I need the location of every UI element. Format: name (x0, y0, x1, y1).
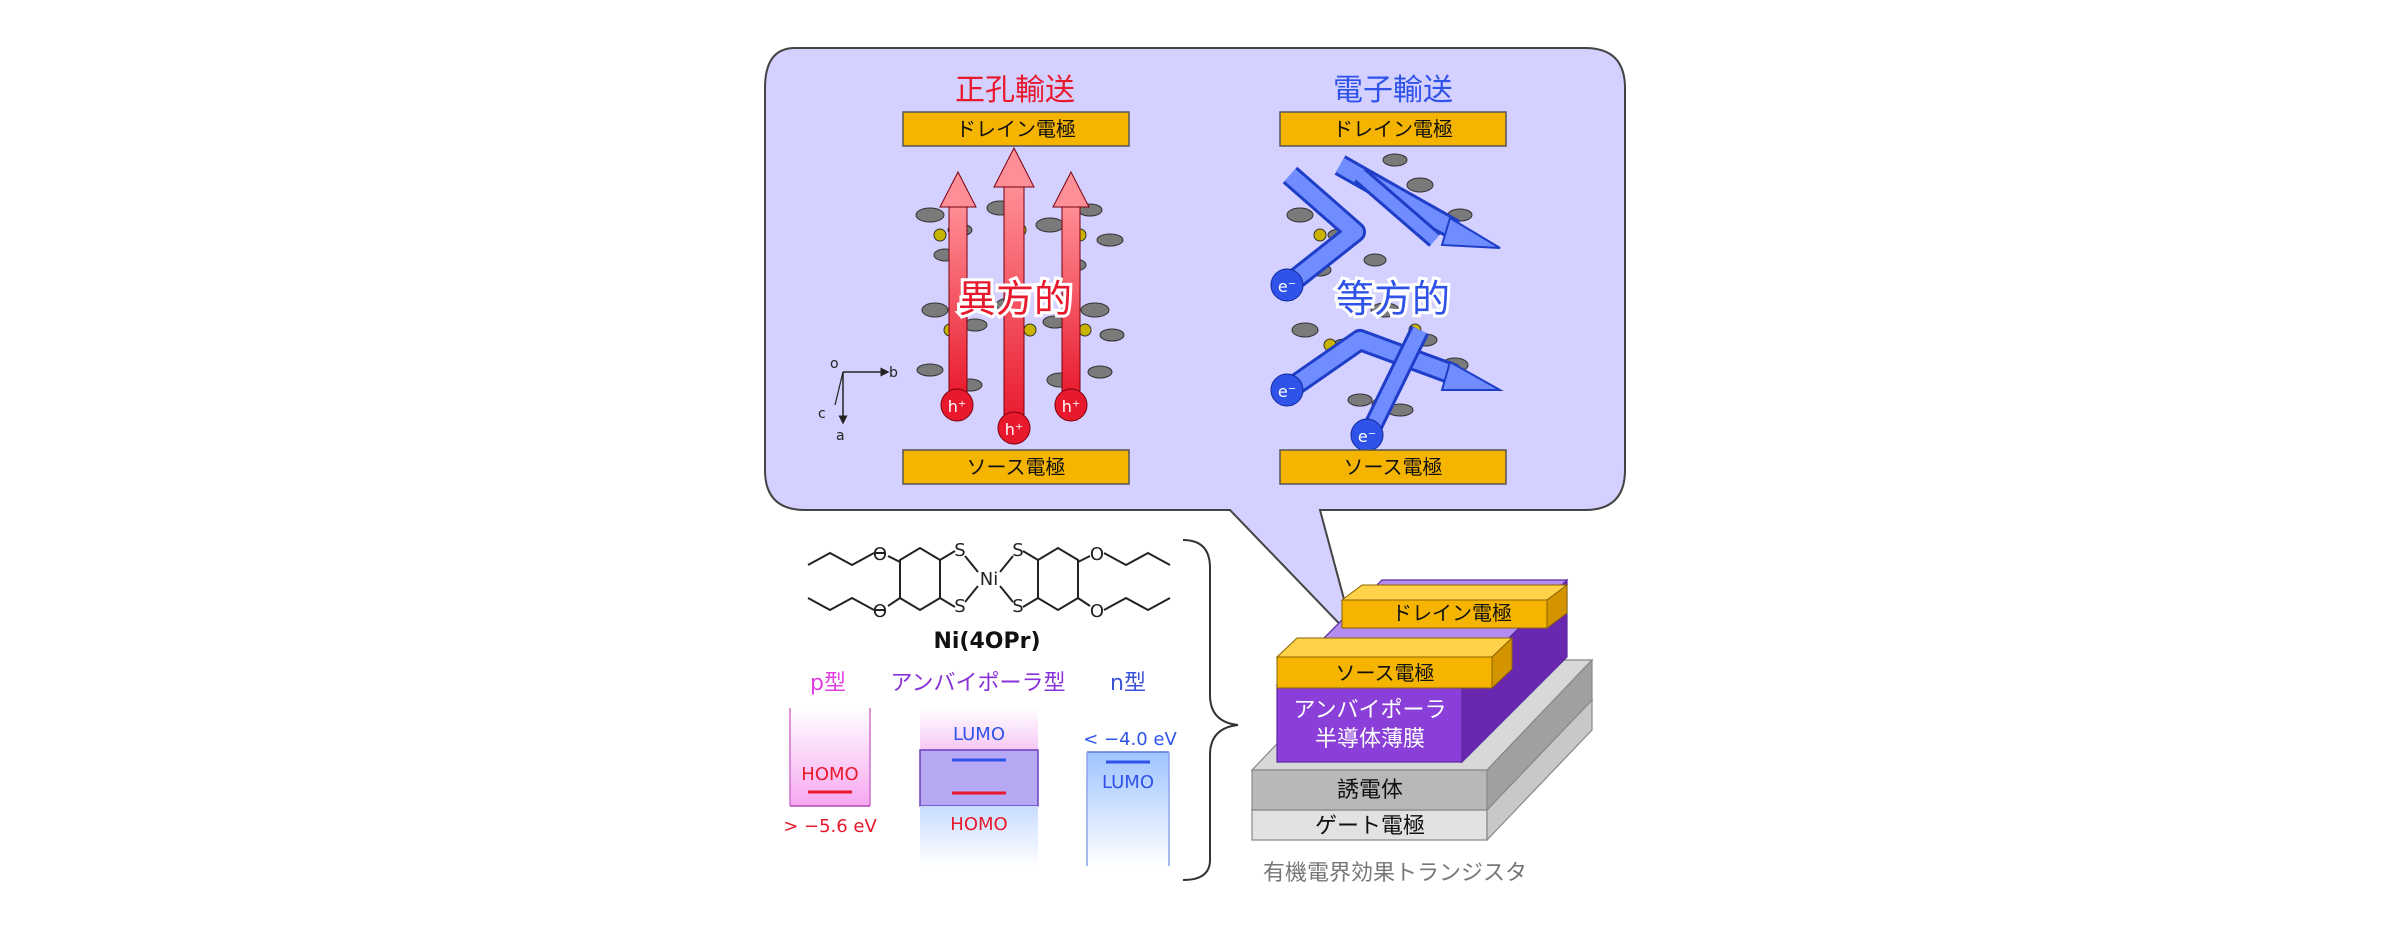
p-type-band (790, 708, 870, 806)
hole-transport-title: 正孔輸送 (955, 73, 1075, 108)
electron-zigzag-arrow-lower (1281, 325, 1504, 437)
atom-ni: Ni (980, 569, 998, 590)
electron-carrier-middle: e⁻ (1270, 373, 1304, 407)
electron-carrier-lower-label: e⁻ (1358, 427, 1376, 446)
electron-drain-label: ドレイン電極 (1333, 117, 1453, 141)
grouping-brace (1182, 539, 1239, 881)
atom-o-lower-left: O (873, 601, 887, 622)
hole-transport-panel: 正孔輸送 ドレイン電極 異方的 (902, 73, 1130, 485)
hole-source-electrode (902, 449, 1130, 485)
device-source-label: ソース電極 (1336, 661, 1435, 685)
electron-carrier-lower: e⁻ (1350, 418, 1384, 452)
p-type-label: p型 (810, 671, 846, 696)
ambipolar-label: アンバイポーラ型 (890, 671, 1065, 696)
n-type-band (1087, 752, 1169, 866)
atom-o-lower-right: O (1090, 601, 1104, 622)
atom-s-upper-left: S (954, 540, 965, 561)
hole-arrow-left (939, 170, 977, 401)
semiconductor-label-line1: アンバイポーラ (1293, 698, 1446, 723)
hole-arrow-center (993, 146, 1035, 426)
p-type-value: > −5.6 eV (783, 816, 877, 837)
n-type-value: < −4.0 eV (1083, 729, 1177, 750)
energy-ambipolar: アンバイポーラ型 LUMO HOMO (890, 671, 1066, 866)
hole-drain-label: ドレイン電極 (956, 117, 1076, 141)
atom-o-upper-left: O (873, 544, 887, 565)
electron-carrier-upper: e⁻ (1270, 268, 1304, 302)
molecule-name: Ni(4OPr) (933, 629, 1040, 654)
electron-zigzag-arrow-top (1354, 168, 1441, 247)
axis-b-label: b (889, 365, 898, 381)
electron-mode-label: 等方的 (1336, 277, 1450, 321)
electron-source-label: ソース電極 (1344, 455, 1443, 479)
crystal-axes: o b c a (818, 356, 898, 444)
energy-p-type: p型 HOMO > −5.6 eV (783, 671, 877, 837)
p-type-level-label: HOMO (801, 764, 858, 785)
hole-carrier-center-label: h⁺ (1005, 420, 1024, 439)
atom-s-lower-left: S (954, 596, 965, 617)
energy-n-type: n型 < −4.0 eV LUMO (1083, 671, 1177, 866)
ambipolar-lumo-label: LUMO (953, 724, 1005, 745)
axis-a-label: a (836, 428, 845, 444)
hole-carrier-center: h⁺ (997, 411, 1031, 445)
hole-carrier-left: h⁺ (940, 388, 974, 422)
molecule-structure (807, 546, 1171, 612)
semiconductor-label-line2: 半導体薄膜 (1315, 727, 1425, 752)
electron-carrier-middle-label: e⁻ (1278, 382, 1296, 401)
electron-drain-electrode (1279, 111, 1507, 147)
electron-transport-title: 電子輸送 (1333, 73, 1453, 108)
n-type-label: n型 (1110, 671, 1146, 696)
hole-mode-label: 異方的 (958, 277, 1072, 321)
hole-carrier-right: h⁺ (1054, 388, 1088, 422)
atom-s-lower-right: S (1012, 596, 1023, 617)
ambipolar-gap (919, 749, 1039, 807)
electron-carrier-upper-label: e⁻ (1278, 277, 1296, 296)
hole-source-label: ソース電極 (967, 455, 1066, 479)
atom-o-upper-right: O (1090, 544, 1104, 565)
device-drain-label: ドレイン電極 (1392, 601, 1512, 625)
electron-source-electrode (1279, 449, 1507, 485)
atom-s-upper-right: S (1012, 540, 1023, 561)
axis-c-label: c (818, 406, 826, 422)
device-caption: 有機電界効果トランジスタ (1263, 861, 1527, 886)
ambipolar-homo-label: HOMO (950, 814, 1007, 835)
dielectric-label: 誘電体 (1337, 778, 1403, 803)
gate-label: ゲート電極 (1315, 814, 1425, 839)
axis-o-label: o (830, 356, 839, 372)
hole-drain-electrode (902, 111, 1130, 147)
electron-transport-panel: 電子輸送 ドレイン電極 (1270, 73, 1507, 485)
n-type-level-label: LUMO (1102, 772, 1154, 793)
molecule-atom-labels: O O S S Ni S S O O (873, 540, 1104, 622)
device-stack: ドレイン電極 ソース電極 アンバイポーラ 半導体薄膜 誘電体 ゲート電極 (1250, 578, 1594, 842)
hole-carrier-left-label: h⁺ (948, 397, 967, 416)
hole-carrier-right-label: h⁺ (1062, 397, 1081, 416)
